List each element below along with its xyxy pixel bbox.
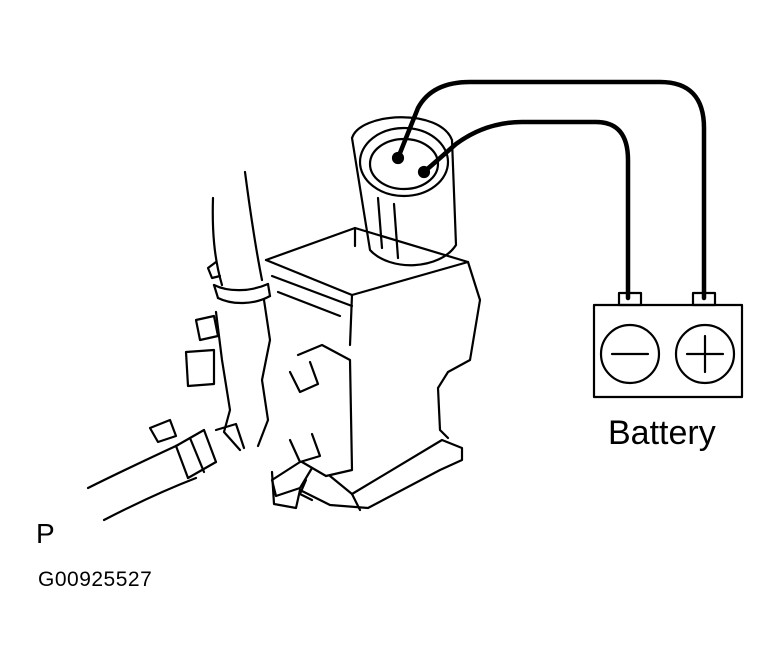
positive-terminal-post — [693, 293, 715, 305]
lead-wire-negative — [424, 122, 628, 298]
battery — [594, 293, 742, 397]
lower-hose-clamp — [150, 420, 216, 478]
valve-ports — [186, 300, 270, 450]
figure-code: G00925527 — [38, 568, 153, 591]
vsv-body — [266, 228, 480, 438]
battery-label: Battery — [608, 414, 716, 452]
upper-vacuum-hose — [213, 172, 262, 285]
upper-hose-clamp — [208, 262, 270, 303]
mounting-bracket — [272, 345, 462, 510]
battery-case — [594, 305, 742, 397]
negative-terminal-post — [619, 293, 641, 305]
lead-wire-positive — [398, 82, 704, 298]
port-label: P — [36, 518, 55, 549]
plus-symbol — [676, 325, 734, 383]
minus-symbol — [601, 325, 659, 383]
lower-vacuum-hose — [88, 445, 196, 520]
